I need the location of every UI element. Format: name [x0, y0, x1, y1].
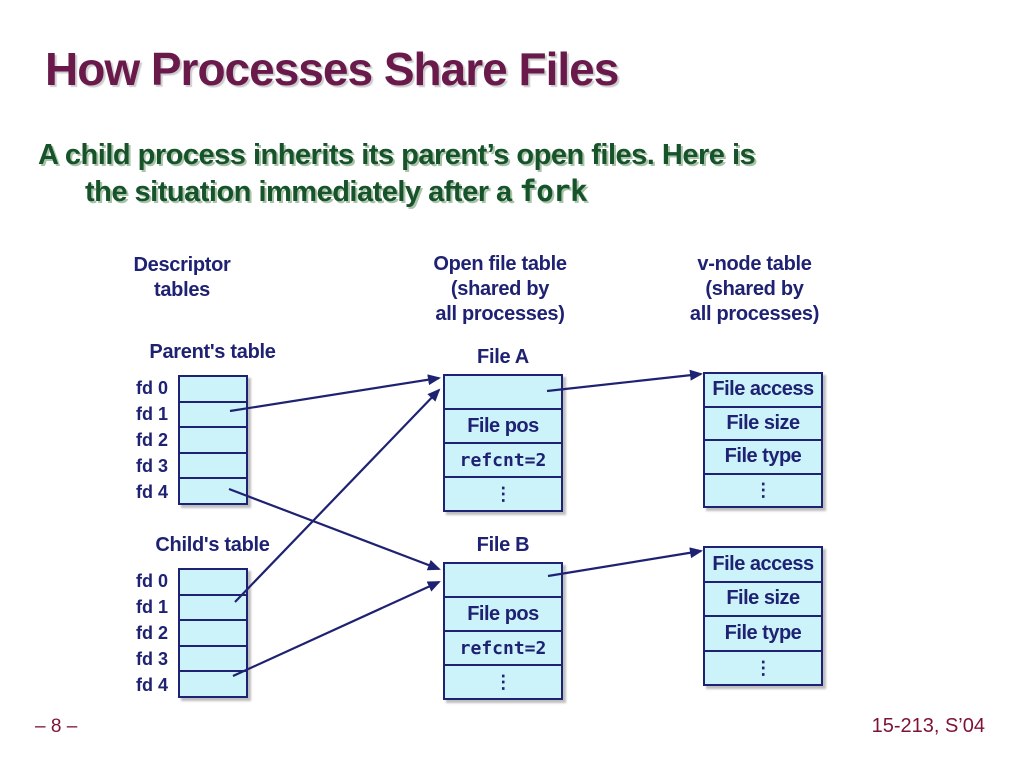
file-a-filepos-cell: File pos: [445, 410, 561, 444]
file-a-ellipsis-cell: ⋮: [494, 484, 512, 504]
vnode-a-table: File access File size File type ⋮: [703, 372, 823, 508]
vnode-b-access-cell: File access: [705, 548, 821, 583]
child-table-label: Child's table: [155, 534, 270, 556]
file-a-empty-cell: [445, 376, 561, 410]
header-openfile-line1: Open file table: [433, 253, 567, 275]
header-open-file-table: Open file table (shared by all processes…: [400, 252, 600, 327]
vnode-a-access-cell: File access: [705, 374, 821, 408]
file-b-ellipsis-cell: ⋮: [494, 672, 512, 692]
child-fd3-cell: [180, 647, 246, 673]
header-descriptor-tables: Descriptor tables: [92, 253, 272, 303]
child-fd2-cell: [180, 621, 246, 647]
parent-fd2-label: fd 2: [135, 429, 168, 450]
header-vnode-line2: (shared by: [705, 278, 804, 300]
child-fd3-label: fd 3: [135, 648, 168, 669]
parent-fd4-cell: [180, 479, 246, 503]
arrow-parent-fd1-to-file-a: [229, 374, 441, 413]
file-b-empty-cell: [445, 564, 561, 598]
parent-fd3-label: fd 3: [135, 455, 168, 476]
header-vnode-table: v-node table (shared by all processes): [652, 252, 857, 327]
vnode-b-table: File access File size File type ⋮: [703, 546, 823, 686]
fork-code-text: fork: [519, 174, 588, 208]
header-descriptor-line2: tables: [153, 279, 210, 301]
parent-fd-labels: fd 0 fd 1 fd 2 fd 3 fd 4: [120, 375, 168, 505]
child-fd4-cell: [180, 672, 246, 696]
child-fd1-label: fd 1: [135, 596, 168, 617]
vnode-b-type-cell: File type: [705, 617, 821, 652]
child-fd-labels: fd 0 fd 1 fd 2 fd 3 fd 4: [120, 568, 168, 698]
header-vnode-line3: all processes): [689, 303, 820, 325]
file-a-label: File A: [477, 346, 529, 368]
header-vnode-line1: v-node table: [697, 253, 812, 275]
file-b-label: File B: [476, 534, 530, 556]
arrow-child-fd4-to-file-b: [232, 580, 441, 678]
file-b-table: File pos refcnt=2 ⋮: [443, 562, 563, 700]
vnode-b-size-cell: File size: [705, 583, 821, 617]
course-footer: 15-213, S’04: [871, 715, 985, 737]
header-descriptor-line1: Descriptor: [133, 254, 231, 276]
child-fd4-label: fd 4: [135, 674, 168, 695]
arrow-file-b-to-vnode-b: [547, 547, 703, 578]
page-title: How Processes Share Files: [45, 43, 619, 95]
subtitle-line-2-text: the situation immediately after a: [85, 176, 520, 208]
parent-fd4-label: fd 4: [135, 481, 168, 502]
arrow-file-a-to-vnode-a: [546, 369, 703, 393]
vnode-a-type-cell: File type: [705, 441, 821, 475]
child-fd2-label: fd 2: [135, 622, 168, 643]
parent-table-label: Parent's table: [149, 341, 276, 363]
vnode-a-ellipsis-cell: ⋮: [754, 480, 772, 501]
file-a-table: File pos refcnt=2 ⋮: [443, 374, 563, 512]
subtitle-line-1: A child process inherits its parent’s op…: [38, 139, 756, 171]
parent-fd0-cell: [180, 377, 246, 403]
header-openfile-line2: (shared by: [450, 278, 550, 300]
child-descriptor-table: [178, 568, 248, 698]
parent-fd0-label: fd 0: [135, 377, 168, 398]
file-b-refcnt-cell: refcnt=2: [445, 632, 561, 666]
child-fd0-label: fd 0: [135, 570, 168, 591]
slide-number: – 8 –: [35, 716, 78, 737]
child-fd1-cell: [180, 596, 246, 622]
child-fd0-cell: [180, 570, 246, 596]
parent-fd1-label: fd 1: [135, 403, 168, 424]
parent-fd1-cell: [180, 403, 246, 429]
vnode-b-ellipsis-cell: ⋮: [754, 657, 772, 678]
parent-fd2-cell: [180, 428, 246, 454]
header-openfile-line3: all processes): [435, 303, 565, 325]
subtitle-line-2: the situation immediately after a fork: [38, 173, 958, 210]
arrow-child-fd1-to-file-a: [234, 388, 441, 603]
subtitle: A child process inherits its parent’s op…: [38, 137, 958, 210]
arrow-parent-fd4-to-file-b: [228, 487, 441, 571]
file-b-filepos-cell: File pos: [445, 598, 561, 632]
vnode-a-size-cell: File size: [705, 408, 821, 441]
file-a-refcnt-cell: refcnt=2: [445, 444, 561, 478]
parent-fd3-cell: [180, 454, 246, 480]
parent-descriptor-table: [178, 375, 248, 505]
